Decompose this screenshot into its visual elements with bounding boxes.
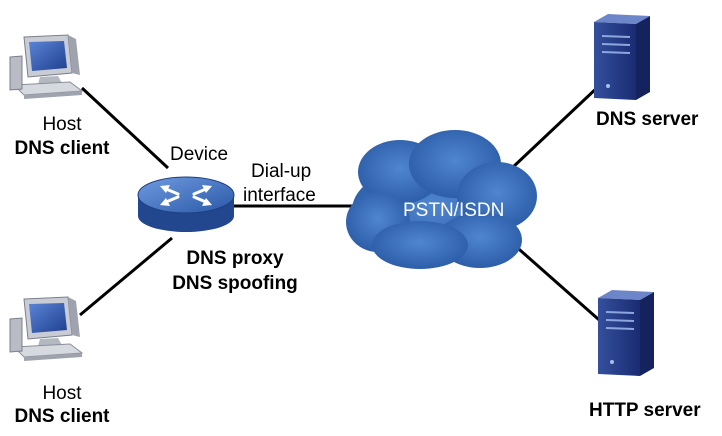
server-name-label: HTTP server [589,400,701,421]
link-host2-device [79,236,173,317]
cloud-icon [346,130,537,269]
server-name-label: DNS server [596,109,699,130]
server-icon [594,14,650,100]
link-host1-device [80,86,170,170]
host-computer-icon [9,34,84,99]
link-label: Dial-up [251,161,312,182]
host-role-label: Host [42,383,82,404]
device-label: Device [170,144,229,165]
host-computer-icon [9,296,84,361]
network-label: PSTN/ISDN [403,200,505,221]
link-cloud-http-server [511,241,607,328]
device-function-label: DNS proxy [186,248,284,269]
server-icon [598,290,654,376]
host-role-label: Host [42,114,82,135]
link-label: interface [243,185,316,206]
host-name-label: DNS client [14,406,110,427]
host-name-label: DNS client [14,138,110,159]
device-function-label: DNS spoofing [172,273,298,294]
link-cloud-dns-server [510,83,602,170]
router-icon [137,176,235,232]
